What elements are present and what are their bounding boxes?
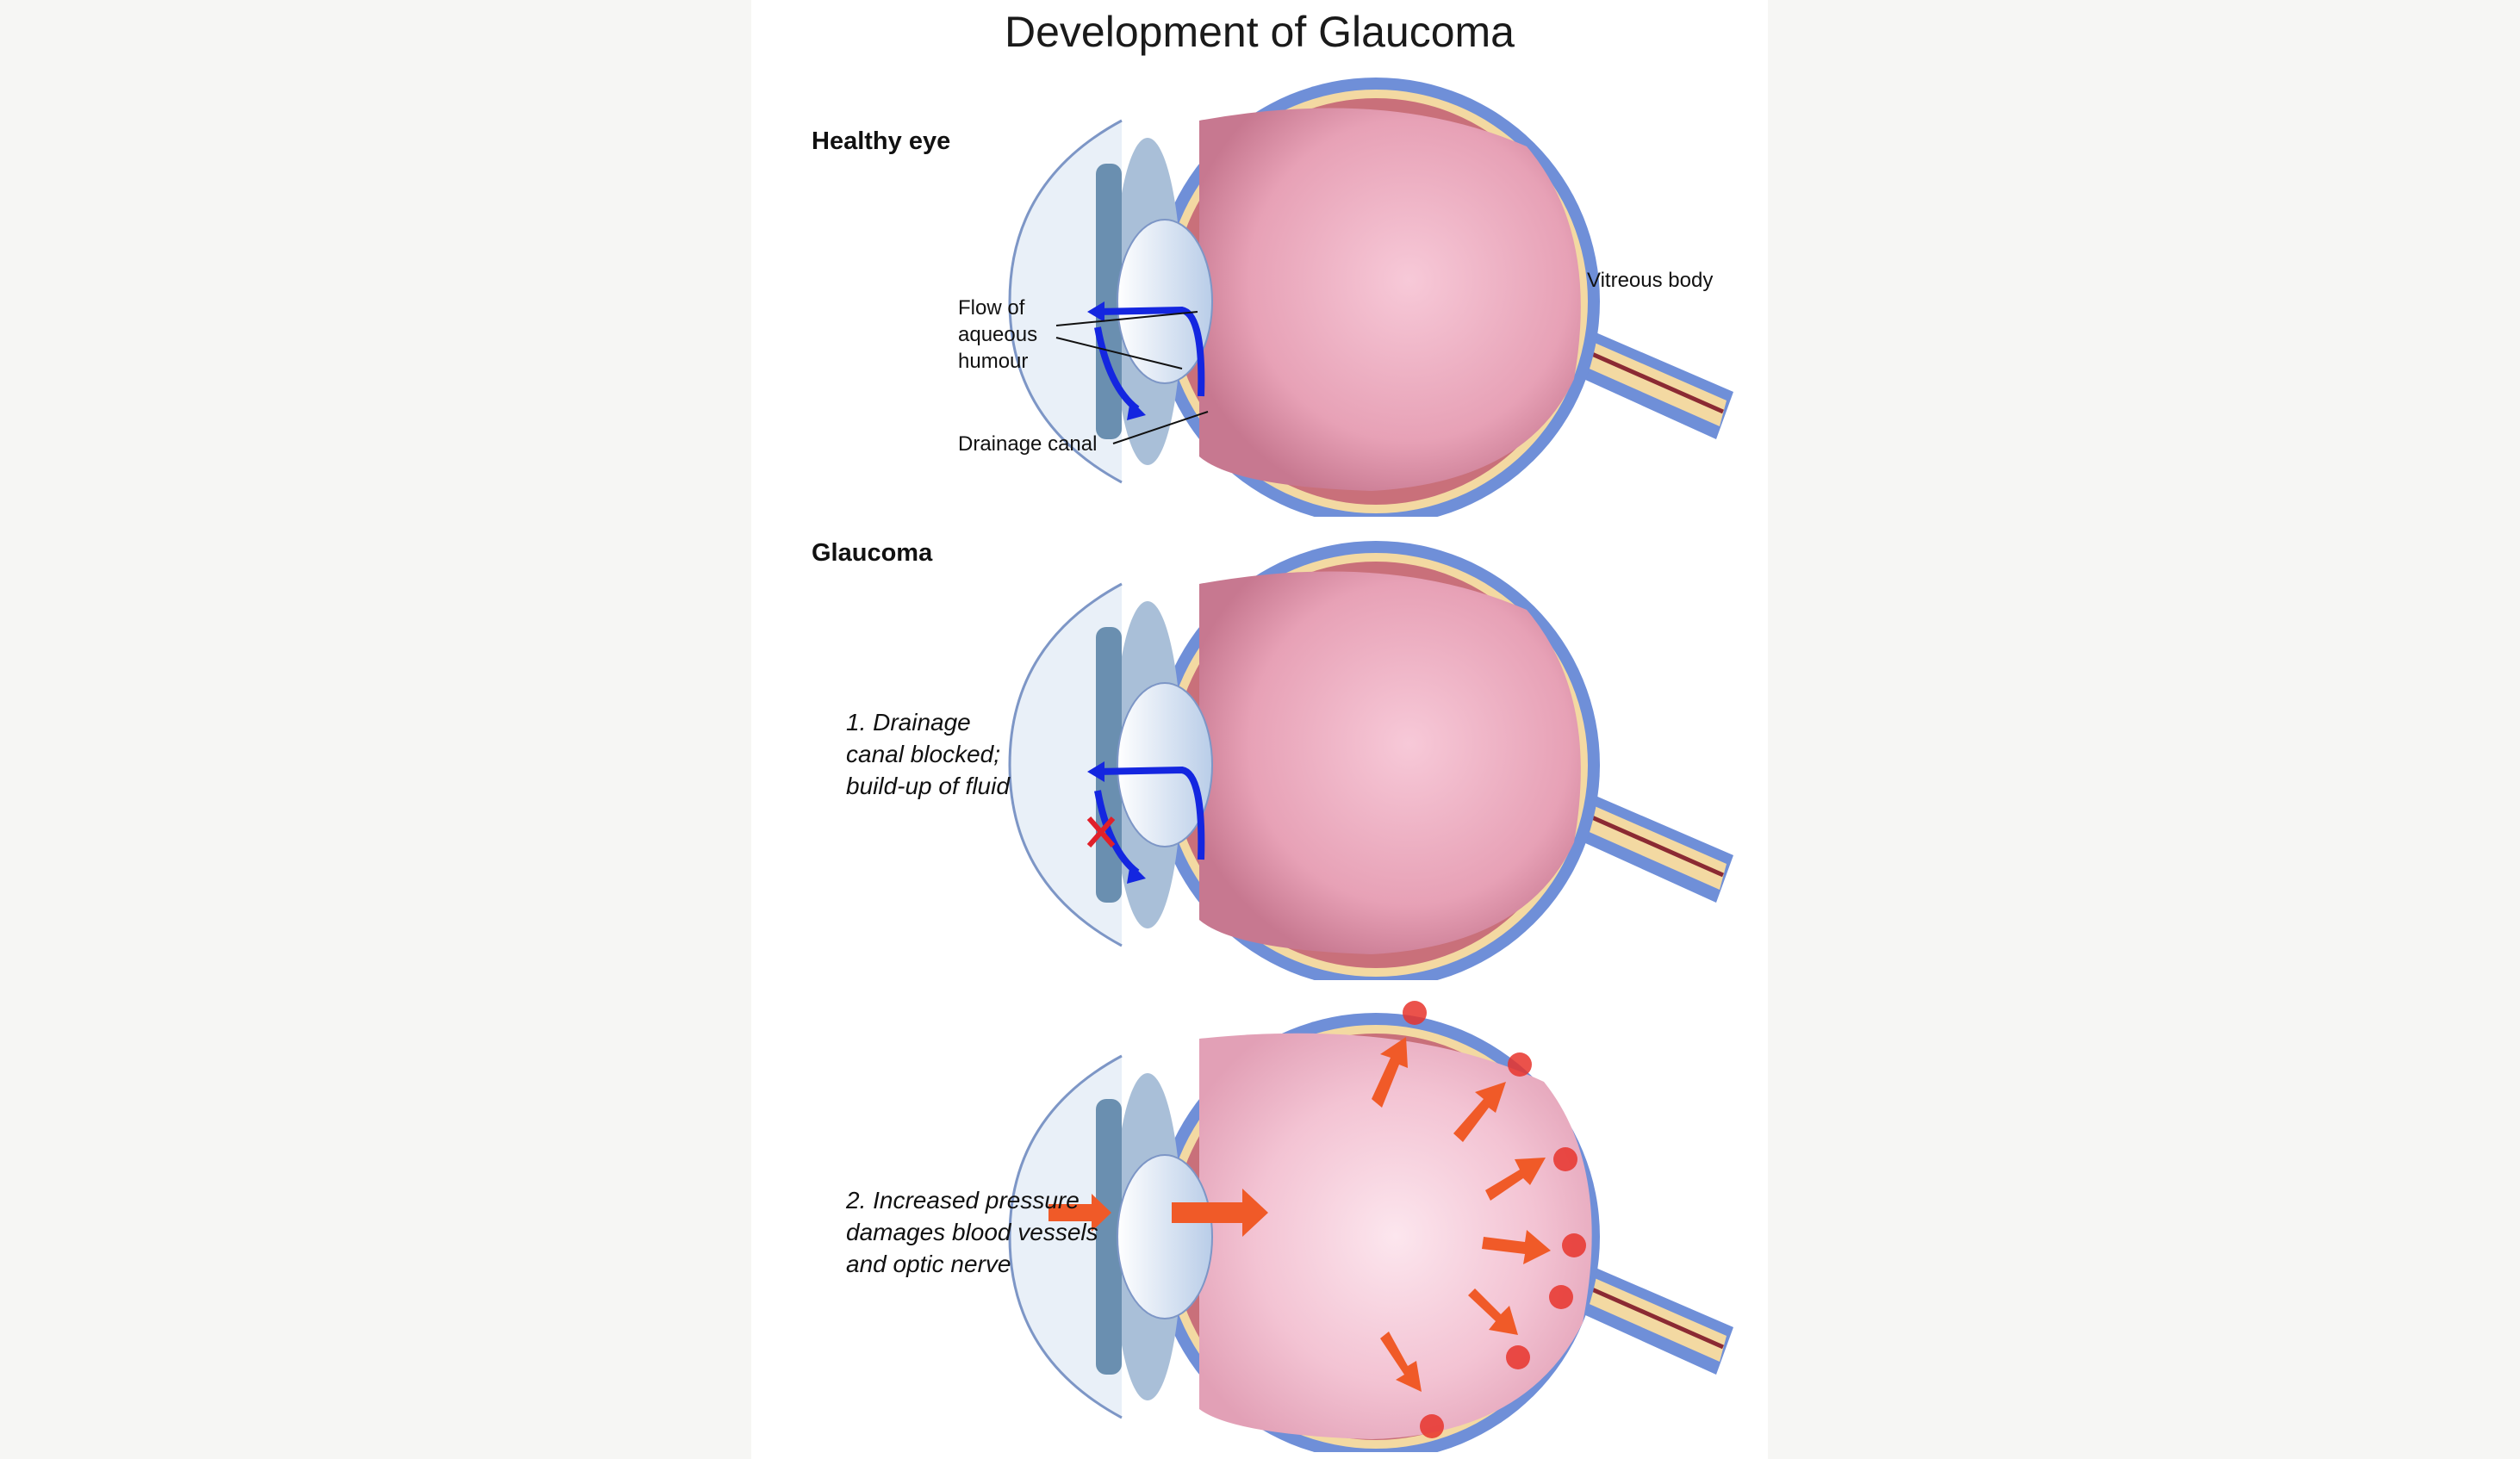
drainage-arrowhead-icon — [1127, 863, 1146, 884]
pressure-arrow — [1453, 1082, 1506, 1142]
pressure-arrow — [1172, 1189, 1268, 1237]
drainage-leader-line — [1112, 411, 1209, 444]
flow-arrowhead-icon — [1087, 761, 1104, 782]
cornea — [1008, 119, 1123, 484]
drainage-arrowhead-icon — [1127, 400, 1146, 420]
page-title: Development of Glaucoma — [1005, 8, 1515, 56]
damage-spot — [1562, 1233, 1586, 1257]
pressure-arrow — [1048, 1194, 1111, 1232]
iris — [1096, 164, 1122, 439]
glaucoma-blocked-diagram — [1008, 541, 1733, 980]
drainage-canal-label: Drainage canal — [958, 432, 1098, 456]
vitreous-body-label: Vitreous body — [1587, 269, 1714, 292]
pressure-arrow — [1482, 1230, 1551, 1264]
pressure-arrow — [1380, 1332, 1422, 1392]
healthy-eye-diagram — [1008, 78, 1733, 517]
damage-spot — [1553, 1147, 1577, 1171]
flow-leader-line — [1055, 337, 1183, 369]
flow-label: Flow of aqueous humour — [958, 296, 1038, 373]
aqueous-flow-arrow — [1095, 306, 1205, 397]
lens — [1117, 219, 1213, 384]
step1-caption: 1. Drainage canal blocked; build-up of f… — [846, 709, 1010, 799]
damage-spot — [1508, 1052, 1532, 1077]
aqueous-flow-arrow — [1095, 766, 1205, 860]
cornea — [1008, 1054, 1123, 1419]
lens — [1117, 682, 1213, 847]
lens — [1117, 1154, 1213, 1319]
blocked-x-icon — [1086, 816, 1116, 847]
healthy-eye-heading: Healthy eye — [812, 127, 951, 155]
pressure-arrow — [1468, 1288, 1518, 1335]
damage-spot — [1403, 1001, 1427, 1025]
damage-spot — [1549, 1285, 1573, 1309]
cornea — [1008, 582, 1123, 947]
illustration-panel: Development of Glaucoma Healthy eye — [751, 0, 1768, 1459]
pressure-arrow — [1372, 1037, 1408, 1108]
flow-arrowhead-icon — [1087, 301, 1104, 322]
glaucoma-pressure-diagram — [1008, 1001, 1733, 1452]
glaucoma-heading: Glaucoma — [812, 539, 933, 567]
damage-spot — [1506, 1345, 1530, 1369]
pressure-arrow — [1485, 1158, 1546, 1201]
damage-spot — [1420, 1414, 1444, 1438]
step2-caption: 2. Increased pressure damages blood vess… — [846, 1187, 1098, 1277]
vitreous-body — [1199, 1033, 1592, 1439]
vitreous-body — [1199, 108, 1581, 492]
vitreous-body — [1199, 571, 1581, 954]
flow-leader-line — [1055, 311, 1198, 326]
leader-lines — [1055, 311, 1209, 444]
pressure-arrows — [1048, 1037, 1551, 1392]
iris — [1096, 1099, 1122, 1375]
